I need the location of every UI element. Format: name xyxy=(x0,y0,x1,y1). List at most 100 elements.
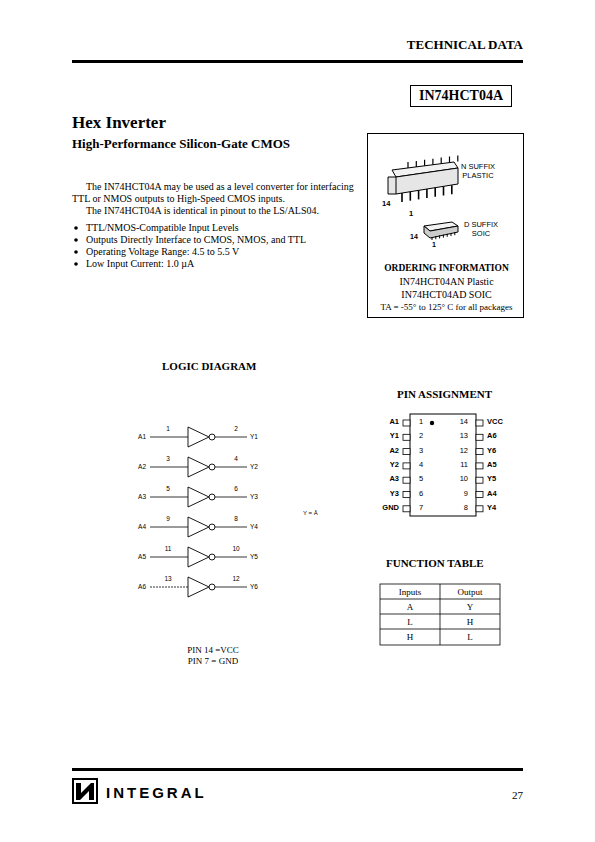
soic-pin xyxy=(439,235,440,238)
table-cell: Output xyxy=(457,587,482,597)
pin-name: A6 xyxy=(487,432,497,441)
pin-number: 1 xyxy=(166,425,170,432)
feature-bullet: Operating Voltage Range: 4.5 to 5.5 V xyxy=(86,246,239,258)
section-heading: PIN ASSIGNMENT xyxy=(397,388,492,401)
signal-name: Y5 xyxy=(250,553,258,560)
pin-stub xyxy=(403,449,410,455)
table-cell: Y xyxy=(467,602,474,612)
dip-pin xyxy=(409,192,411,201)
inverter-symbol xyxy=(188,577,209,597)
pin-number: 13 xyxy=(460,432,468,441)
bullet-dot xyxy=(74,238,78,242)
table-cell: H xyxy=(467,617,474,627)
pin-stub xyxy=(476,449,483,455)
pin-name: A1 xyxy=(389,418,399,427)
output-wire xyxy=(215,467,247,468)
inverter-symbol xyxy=(188,427,209,447)
pin-number: 9 xyxy=(166,515,170,522)
dip-pin xyxy=(457,155,458,161)
pin-name: Y6 xyxy=(487,447,496,456)
input-wire xyxy=(150,437,188,438)
signal-name: Y1 xyxy=(250,433,258,440)
pin-name: A5 xyxy=(487,461,497,470)
pin-stub xyxy=(403,492,410,498)
inverter-symbol xyxy=(188,547,209,567)
pin-name: Y5 xyxy=(487,475,496,484)
pin-number: 8 xyxy=(464,504,468,513)
equation-note: Y = Ā xyxy=(303,510,318,517)
dip-pin xyxy=(418,190,420,199)
header-text: TECHNICAL DATA xyxy=(407,38,523,53)
bullet-dot xyxy=(74,262,78,266)
body-paragraph: The IN74HCT04A may be used as a level co… xyxy=(72,181,364,204)
output-wire xyxy=(215,437,247,438)
power-note: PIN 14 =VCC xyxy=(187,645,239,655)
table-cell: L xyxy=(467,632,473,642)
pin-stub xyxy=(403,420,410,426)
function-table-grid xyxy=(380,584,500,645)
pin-name: VCC xyxy=(487,418,503,427)
dip-pin xyxy=(401,193,403,202)
inverter-symbol xyxy=(188,517,209,537)
pin-number: 6 xyxy=(419,490,423,499)
pin-stub xyxy=(403,463,410,469)
dip-pin xyxy=(432,159,433,165)
package-label: D SUFFIX SOIC xyxy=(456,221,506,238)
pin-name: Y4 xyxy=(487,504,496,513)
pin-name: A4 xyxy=(487,490,497,499)
pin-number: 4 xyxy=(234,455,238,462)
pin-stub xyxy=(476,477,483,483)
pin-number: 10 xyxy=(460,475,468,484)
pin-stub xyxy=(476,434,483,440)
dip-pin xyxy=(443,187,445,196)
pin-number: 1 xyxy=(432,241,436,249)
pin-number: 8 xyxy=(234,515,238,522)
feature-bullet: Outputs Directly Interface to CMOS, NMOS… xyxy=(86,234,306,246)
pin-stub xyxy=(403,477,410,483)
pin-name: GND xyxy=(382,504,399,513)
package-pins xyxy=(402,155,458,240)
soic-pin xyxy=(451,233,452,236)
inversion-bubble xyxy=(209,464,215,470)
company-logo-mark xyxy=(73,779,97,803)
signal-name: Y3 xyxy=(250,493,258,500)
pin-number: 5 xyxy=(166,485,170,492)
section-heading: FUNCTION TABLE xyxy=(386,557,484,570)
pin-number: 14 xyxy=(460,418,468,427)
input-wire xyxy=(150,527,188,528)
signal-name: Y4 xyxy=(250,523,258,530)
table-cell: Inputs xyxy=(399,587,422,597)
page-title: Hex Inverter xyxy=(72,113,166,133)
dip-pin xyxy=(426,189,428,198)
inversion-bubble xyxy=(209,494,215,500)
pin-number: 11 xyxy=(165,545,172,552)
soic-pin xyxy=(447,234,448,237)
pin-number: 7 xyxy=(419,504,423,513)
pin-stub xyxy=(476,420,483,426)
pin-name: Y1 xyxy=(390,432,399,441)
output-wire xyxy=(215,527,247,528)
feature-bullet: TTL/NMOS-Compatible Input Levels xyxy=(86,222,239,234)
pin-number: 12 xyxy=(460,447,468,456)
pin-number: 12 xyxy=(232,575,239,582)
pin-number: 5 xyxy=(419,475,423,484)
pin-stubs xyxy=(403,420,483,512)
pin-stub xyxy=(403,434,410,440)
temperature-note: TA = -55° to 125° C for all packages xyxy=(380,302,512,312)
section-heading: LOGIC DIAGRAM xyxy=(162,360,256,373)
ordering-info-box: N SUFFIX PLASTIC141D SUFFIX SOIC141ORDER… xyxy=(367,133,524,318)
pin-number: 3 xyxy=(419,447,423,456)
soic-package-drawing xyxy=(424,222,458,238)
inversion-bubble xyxy=(209,524,215,530)
ordering-heading: ORDERING INFORMATION xyxy=(384,263,509,274)
pin-number: 3 xyxy=(166,455,170,462)
body-paragraph: The IN74HCT04A is identical in pinout to… xyxy=(72,205,364,217)
logo-text: INTEGRAL xyxy=(106,784,207,801)
pin-stub xyxy=(403,506,410,512)
bullet-dots xyxy=(74,226,78,266)
signal-name: A2 xyxy=(138,463,146,470)
pin-number: 14 xyxy=(410,233,418,241)
pin-number: 2 xyxy=(419,432,423,441)
inverter-gates xyxy=(150,427,247,597)
